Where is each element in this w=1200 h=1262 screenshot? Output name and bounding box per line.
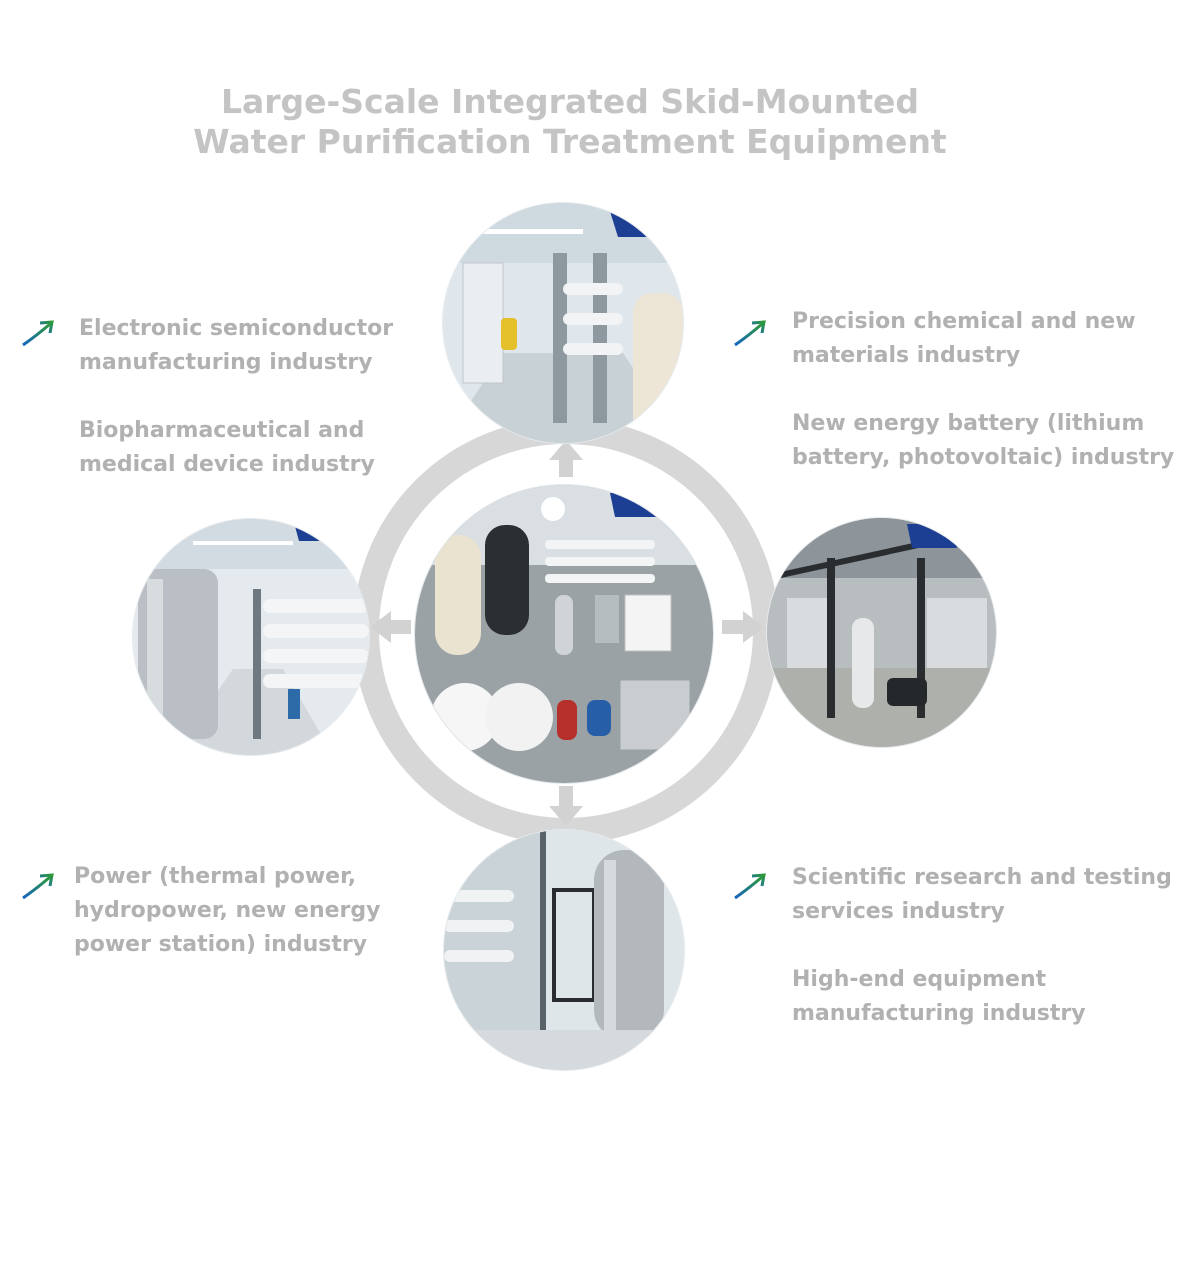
industry-line: hydropower, new energy [74, 898, 381, 923]
growth-arrow-icon [734, 320, 766, 347]
photo-bottom [444, 830, 684, 1070]
industry-line: services industry [792, 899, 1005, 924]
industry-power: Power (thermal power, hydropower, new en… [74, 860, 394, 962]
industry-precision-chemical: Precision chemical and new materials ind… [792, 305, 1182, 373]
ro-membrane-container-illustration [133, 519, 369, 755]
title-line-2: Water Purification Treatment Equipment [193, 122, 947, 161]
industry-line: manufacturing industry [79, 350, 373, 375]
industry-line: High-end equipment [792, 967, 1047, 992]
industry-line: Precision chemical and new [792, 309, 1136, 334]
page-title: Large-Scale Integrated Skid-Mounted Wate… [0, 82, 1140, 162]
growth-arrow-icon [22, 873, 54, 900]
industry-line: Scientific research and testing [792, 865, 1172, 890]
arrow-down [549, 786, 583, 826]
arrow-right [722, 611, 764, 643]
container-stainless-tank-illustration [444, 830, 684, 1070]
industries-top-right: Precision chemical and new materials ind… [792, 305, 1182, 475]
industries-bottom-left: Power (thermal power, hydropower, new en… [74, 860, 394, 962]
industry-new-energy-battery: New energy battery (lithium battery, pho… [792, 407, 1182, 475]
industrial-warehouse-filters-illustration [767, 518, 996, 747]
photo-center [415, 485, 713, 783]
industry-biopharmaceutical: Biopharmaceutical and medical device ind… [79, 414, 399, 482]
industry-line: Biopharmaceutical and [79, 418, 365, 443]
arrow-left [370, 611, 411, 643]
industry-line: power station) industry [74, 932, 368, 957]
growth-arrow-icon [22, 320, 54, 347]
industry-line: manufacturing industry [792, 1001, 1086, 1026]
industries-top-left: Electronic semiconductor manufacturing i… [79, 312, 399, 482]
industry-line: New energy battery (lithium [792, 411, 1145, 436]
cleanroom-ro-skid-illustration [443, 203, 683, 443]
industry-line: medical device industry [79, 452, 375, 477]
growth-arrow-icon [734, 873, 766, 900]
industry-electronic-semiconductor: Electronic semiconductor manufacturing i… [79, 312, 399, 380]
photo-right [767, 518, 996, 747]
industries-bottom-right: Scientific research and testing services… [792, 861, 1182, 1031]
industry-line: materials industry [792, 343, 1021, 368]
industry-line: Power (thermal power, [74, 864, 357, 889]
central-equipment-room-illustration [415, 485, 713, 783]
industry-scientific-research: Scientific research and testing services… [792, 861, 1182, 929]
industry-line: battery, photovoltaic) industry [792, 445, 1175, 470]
photo-top [443, 203, 683, 443]
industry-high-end-equipment: High-end equipment manufacturing industr… [792, 963, 1182, 1031]
arrow-up [549, 440, 583, 477]
industry-line: Electronic semiconductor [79, 316, 394, 341]
photo-left [133, 519, 369, 755]
title-line-1: Large-Scale Integrated Skid-Mounted [220, 82, 920, 121]
